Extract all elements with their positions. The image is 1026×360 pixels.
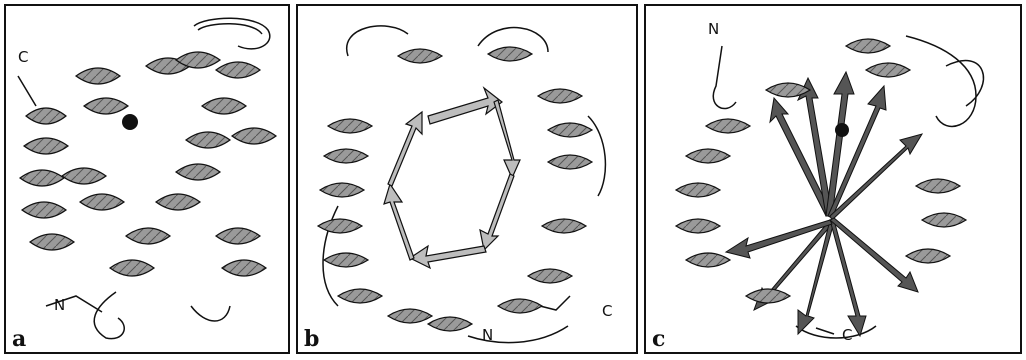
beta-strand-group-b bbox=[384, 88, 520, 268]
ribbon-diagram-b bbox=[298, 6, 636, 352]
panel-label-c: c bbox=[652, 328, 665, 350]
ribbon-diagram-c bbox=[646, 6, 1020, 352]
n-terminus-label-a: N bbox=[54, 298, 65, 313]
panel-c: N C c bbox=[644, 4, 1022, 354]
helix-group-b bbox=[318, 47, 592, 331]
c-terminus-label-a: C bbox=[18, 50, 28, 65]
panel-a: C N a bbox=[4, 4, 290, 354]
c-terminus-label-c: C bbox=[842, 328, 852, 343]
panel-label-b: b bbox=[304, 328, 319, 350]
n-terminus-label-b: N bbox=[482, 328, 493, 343]
c-terminus-label-b: C bbox=[602, 304, 612, 319]
ribbon-diagram-a bbox=[6, 6, 288, 352]
panel-b: C N b bbox=[296, 4, 638, 354]
helix-group-a bbox=[20, 52, 276, 276]
panel-label-a: a bbox=[12, 328, 26, 350]
n-terminus-label-c: N bbox=[708, 22, 719, 37]
